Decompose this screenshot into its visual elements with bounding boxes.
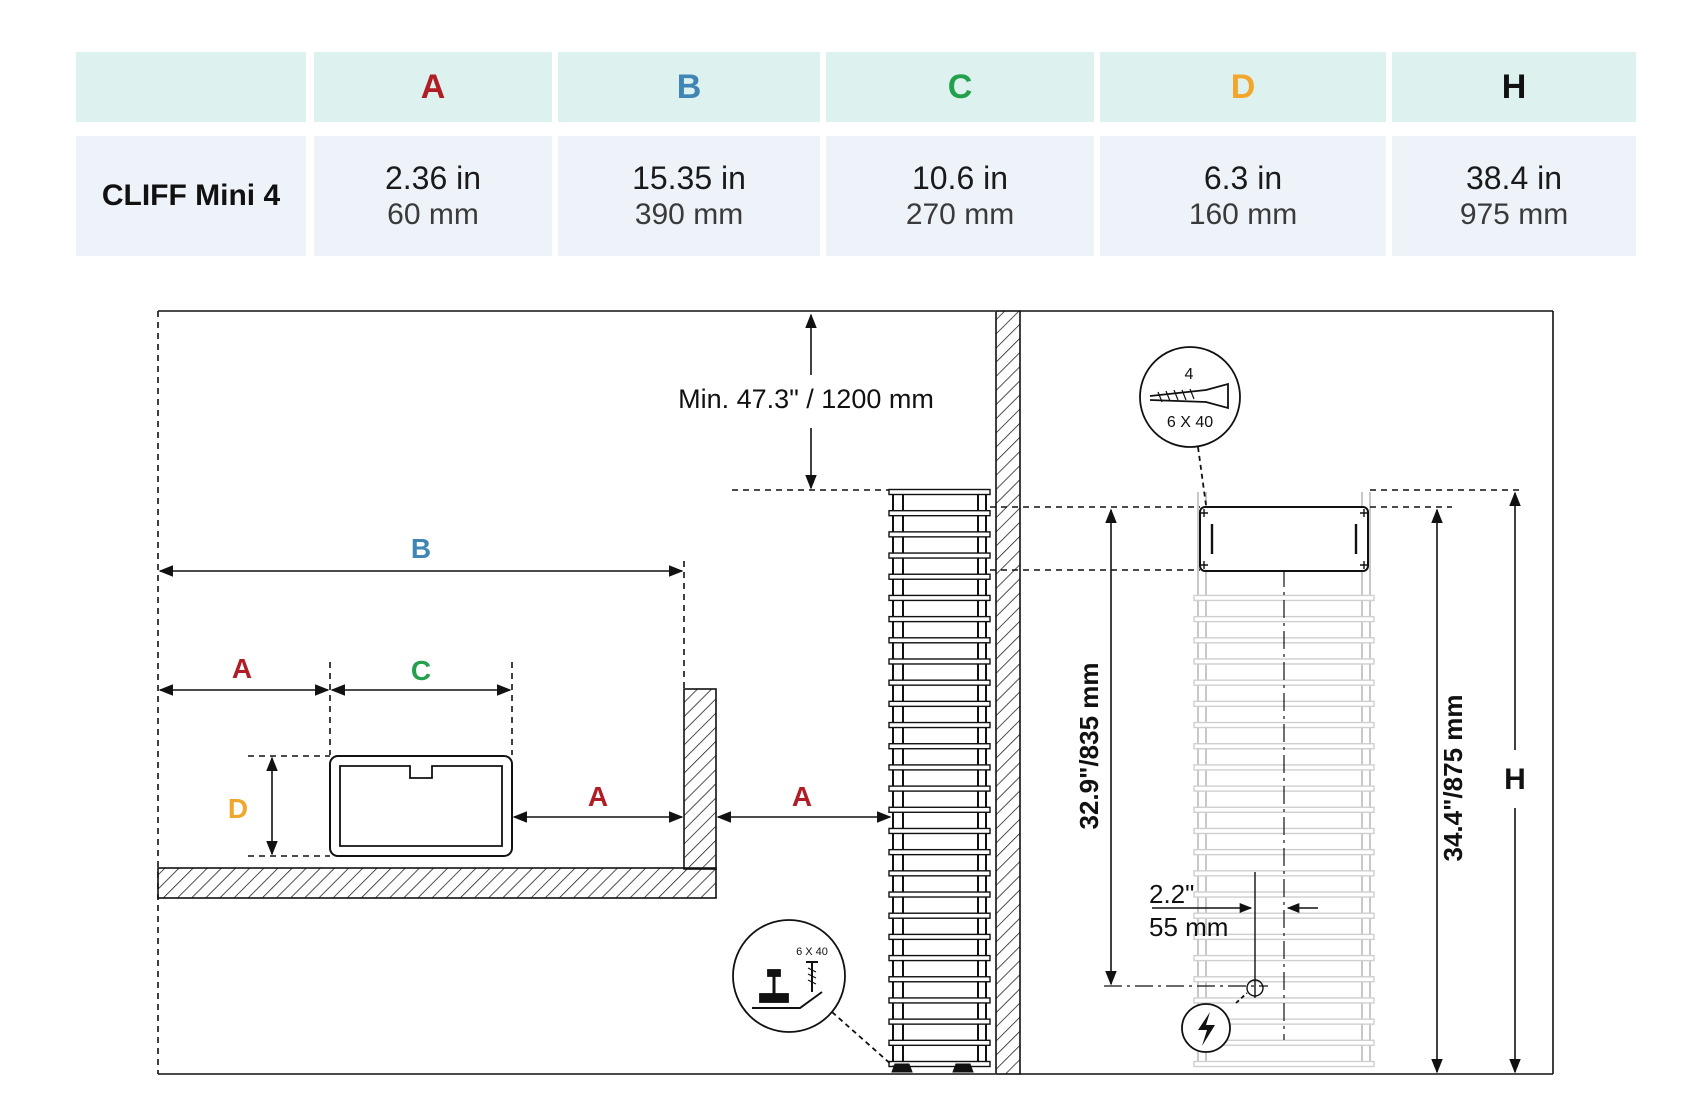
wall-screw-callout bbox=[1139, 346, 1241, 506]
rail-rung bbox=[888, 679, 991, 686]
rail-rung bbox=[888, 997, 991, 1004]
towel-rail-feet bbox=[891, 1063, 974, 1073]
label-a-middle: A bbox=[588, 781, 608, 812]
diagram-frames bbox=[157, 310, 1554, 1075]
floor-fixing-callout bbox=[732, 919, 894, 1067]
screw-size-label: 6 X 40 bbox=[1167, 414, 1213, 431]
value-mm: 60 mm bbox=[387, 198, 479, 231]
bracket-height-label: 32.9"/835 mm bbox=[1074, 663, 1104, 830]
value-mm: 160 mm bbox=[1188, 198, 1298, 231]
rail-rung-front bbox=[1193, 679, 1375, 686]
rail-rung bbox=[888, 1018, 991, 1025]
table-header-b: B bbox=[558, 52, 820, 122]
value-mm: 390 mm bbox=[634, 198, 744, 231]
rail-rung bbox=[888, 488, 991, 496]
dimension-a-c bbox=[158, 662, 513, 755]
value-inches: 38.4 in bbox=[1465, 160, 1563, 196]
rail-rung bbox=[888, 594, 991, 602]
rail-rung bbox=[888, 764, 991, 771]
rail-rung bbox=[888, 552, 991, 559]
label-c: C bbox=[411, 655, 431, 686]
rail-rung bbox=[888, 891, 991, 898]
offset-inch-label: 2.2" bbox=[1149, 879, 1194, 909]
rail-rung bbox=[888, 531, 991, 538]
towel-rail-side-view bbox=[888, 488, 991, 1068]
label-a-left: A bbox=[232, 653, 252, 684]
rail-rung bbox=[888, 806, 991, 813]
offset-mm-label: 55 mm bbox=[1149, 912, 1228, 942]
value-mm: 975 mm bbox=[1459, 198, 1569, 231]
power-outlet-icon bbox=[1181, 992, 1248, 1053]
floor-section bbox=[157, 867, 717, 899]
outlet-offset-dimension bbox=[1152, 872, 1318, 998]
radiator-top-view bbox=[329, 755, 513, 857]
rail-rung bbox=[888, 933, 991, 941]
bracket-reference-lines bbox=[990, 489, 1520, 571]
label-h: H bbox=[1504, 763, 1526, 796]
rail-rung bbox=[888, 1039, 991, 1047]
rail-rung bbox=[888, 785, 991, 792]
rail-rung bbox=[888, 827, 991, 835]
dimension-b bbox=[158, 561, 685, 689]
table-header-c: C bbox=[826, 52, 1094, 122]
rail-rung bbox=[888, 954, 991, 962]
rail-rung bbox=[888, 1060, 991, 1068]
rail-rung-front bbox=[1193, 1060, 1375, 1068]
table-header-h: H bbox=[1392, 52, 1636, 122]
table-header-empty bbox=[76, 52, 306, 122]
rail-rung bbox=[888, 637, 991, 644]
table-cell-h: 38.4 in 975 mm bbox=[1392, 136, 1636, 256]
label-d: D bbox=[228, 793, 248, 824]
table-cell-d: 6.3 in 160 mm bbox=[1100, 136, 1386, 256]
table-header-d: D bbox=[1100, 52, 1386, 122]
rail-rung bbox=[888, 976, 991, 983]
rail-rung bbox=[888, 658, 991, 665]
value-inches: 2.36 in bbox=[384, 160, 482, 196]
rail-rung bbox=[888, 615, 991, 623]
min-clearance-label: Min. 47.3" / 1200 mm bbox=[678, 384, 934, 414]
table-cell-a: 2.36 in 60 mm bbox=[314, 136, 552, 256]
side-wall-section bbox=[683, 688, 717, 870]
screw-count-label: 4 bbox=[1185, 366, 1194, 383]
bracket-height-dimension bbox=[1104, 508, 1268, 987]
foot-screw-size-label: 6 X 40 bbox=[796, 946, 828, 958]
rail-rung bbox=[888, 870, 991, 877]
label-a-right: A bbox=[792, 781, 812, 812]
rail-rung bbox=[888, 509, 991, 517]
rail-rung bbox=[888, 700, 991, 708]
dimension-d bbox=[248, 755, 330, 857]
table-row-label: CLIFF Mini 4 bbox=[76, 136, 306, 256]
value-mm: 270 mm bbox=[905, 198, 1015, 231]
rail-rung bbox=[888, 848, 991, 856]
value-inches: 15.35 in bbox=[632, 160, 746, 196]
label-b: B bbox=[411, 533, 431, 564]
min-clearance-dimension bbox=[732, 313, 890, 491]
total-height-label: 34.4"/875 mm bbox=[1438, 695, 1468, 862]
value-inches: 6.3 in bbox=[1203, 160, 1283, 196]
table-cell-b: 15.35 in 390 mm bbox=[558, 136, 820, 256]
rail-rung bbox=[888, 912, 991, 919]
rail-rung bbox=[888, 573, 991, 580]
value-inches: 10.6 in bbox=[911, 160, 1009, 196]
wall-bracket bbox=[1199, 506, 1369, 572]
table-cell-c: 10.6 in 270 mm bbox=[826, 136, 1094, 256]
table-header-a: A bbox=[314, 52, 552, 122]
rail-rung bbox=[888, 721, 991, 729]
wall-section bbox=[995, 310, 1021, 1075]
dimensions-table: A B C D H CLIFF Mini 4 2.36 in 60 mm 15.… bbox=[76, 52, 1636, 256]
rail-rung-front bbox=[1193, 594, 1375, 602]
rail-rung-front bbox=[1193, 997, 1375, 1004]
rail-rung bbox=[888, 743, 991, 750]
